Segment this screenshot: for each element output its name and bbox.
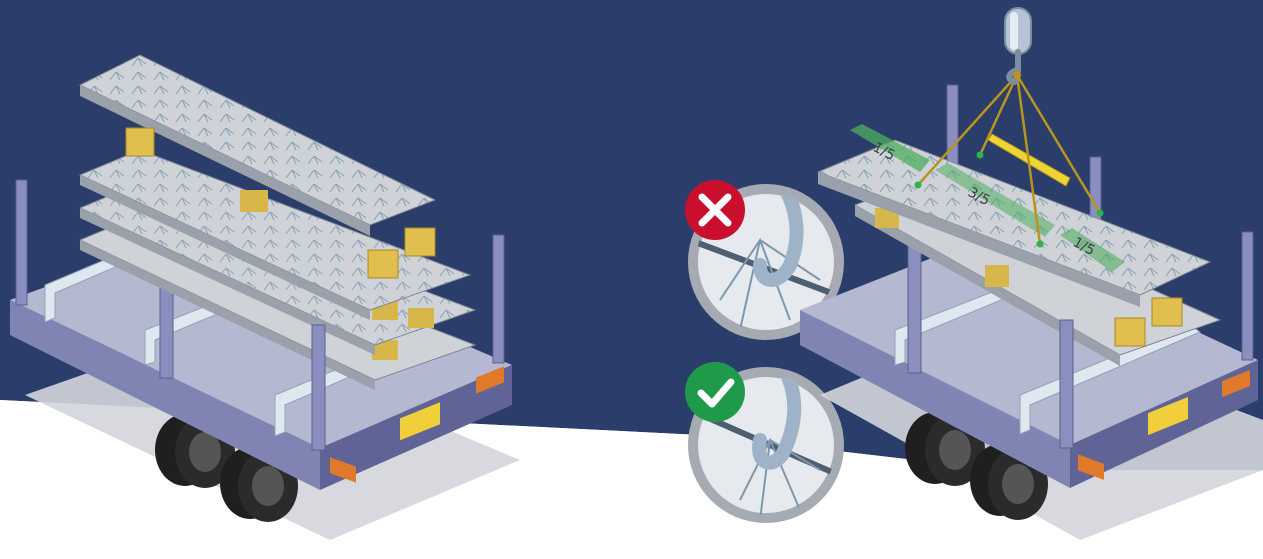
stake-post [16, 180, 27, 305]
spacer-block [1115, 318, 1145, 346]
correct-badge [685, 362, 745, 422]
stake-post [493, 235, 504, 363]
spacer-block [1152, 298, 1182, 326]
spacer-block [126, 128, 154, 156]
stake-post [1242, 232, 1253, 360]
spacer-block [985, 265, 1009, 287]
stake-post [1060, 320, 1073, 448]
stake-post [312, 325, 325, 450]
stake-post [908, 245, 921, 373]
